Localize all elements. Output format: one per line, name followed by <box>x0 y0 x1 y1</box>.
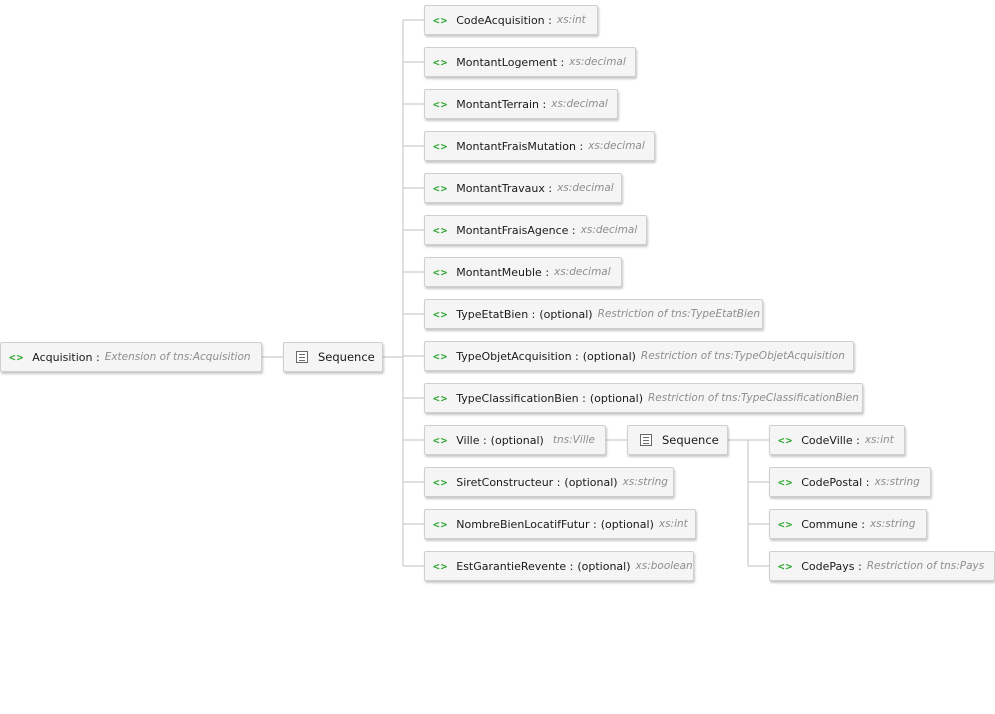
optional-label: (optional) <box>539 307 593 321</box>
element-type: tns:Ville <box>552 434 596 446</box>
element-tag-icon: <> <box>433 391 449 405</box>
element-type: Extension of tns:Acquisition <box>104 351 251 363</box>
element-node-estgarantierevente[interactable]: <> EstGarantieRevente :(optional) xs:boole… <box>424 551 694 581</box>
element-tag-icon: <> <box>433 349 449 363</box>
optional-label: (optional) <box>490 433 544 447</box>
element-type: xs:decimal <box>580 224 638 236</box>
element-tag-icon: <> <box>433 55 449 69</box>
optional-label: (optional) <box>589 391 644 405</box>
element-tag-icon: <> <box>778 475 794 489</box>
optional-label: (optional) <box>577 559 631 573</box>
element-tag-icon: <> <box>778 517 794 531</box>
optional-label: (optional) <box>564 475 618 489</box>
element-node-typeetatbien[interactable]: <> TypeEtatBien :(optional) Restriction of… <box>424 299 763 329</box>
element-type: Restriction of tns:TypeClassificationBie… <box>648 392 859 404</box>
element-type: xs:string <box>874 476 920 488</box>
element-tag-icon: <> <box>433 265 449 279</box>
element-name: Commune : <box>801 517 866 531</box>
element-name: MontantFraisAgence : <box>456 223 576 237</box>
element-node-siretconstructeur[interactable]: <> SiretConstructeur :(optional) xs:string <box>424 467 674 497</box>
element-name: CodePays : <box>801 559 862 573</box>
sequence-icon <box>296 351 308 363</box>
element-type: xs:decimal <box>588 140 645 152</box>
element-type: xs:boolean <box>635 560 693 572</box>
element-name: CodeAcquisition : <box>456 13 552 27</box>
element-tag-icon: <> <box>433 13 449 27</box>
element-name: EstGarantieRevente : <box>456 559 574 573</box>
element-type: Restriction of tns:Pays <box>866 560 985 572</box>
sequence-node[interactable]: Sequence <box>283 342 383 372</box>
sequence-label: Sequence <box>662 433 719 447</box>
element-name: TypeEtatBien : <box>456 307 536 321</box>
element-tag-icon: <> <box>433 433 449 447</box>
element-name: Acquisition : <box>32 350 100 364</box>
element-type: xs:int <box>556 14 586 26</box>
element-node-montantterrain[interactable]: <> MontantTerrain : xs:decimal <box>424 89 618 119</box>
element-tag-icon: <> <box>433 181 449 195</box>
element-tag-icon: <> <box>778 559 794 573</box>
element-node-codeville[interactable]: <> CodeVille : xs:int <box>769 425 905 455</box>
element-node-typeobjetacquisition[interactable]: <> TypeObjetAcquisition :(optional) Restri… <box>424 341 854 371</box>
sequence-icon <box>640 434 652 446</box>
element-name: MontantMeuble : <box>456 265 550 279</box>
element-name: Ville : <box>456 433 487 447</box>
element-node-typeclassificationbien[interactable]: <> TypeClassificationBien :(optional) Rest… <box>424 383 863 413</box>
element-node-nombrebienlocatiffutur[interactable]: <> NombreBienLocatifFutur :(optional) xs:i… <box>424 509 696 539</box>
element-type: Restriction of tns:TypeEtatBien <box>597 308 760 320</box>
element-type: xs:decimal <box>551 98 608 110</box>
sequence-label: Sequence <box>318 350 375 364</box>
element-name: MontantLogement : <box>456 55 565 69</box>
element-name: MontantTravaux : <box>456 181 553 195</box>
element-node-commune[interactable]: <> Commune : xs:string <box>769 509 927 539</box>
element-node-montantfraismutation[interactable]: <> MontantFraisMutation : xs:decimal <box>424 131 655 161</box>
element-name: TypeObjetAcquisition : <box>456 349 579 363</box>
element-node-ville[interactable]: <> Ville :(optional) tns:Ville <box>424 425 606 455</box>
element-name: CodeVille : <box>801 433 860 447</box>
element-node-codepays[interactable]: <> CodePays : Restriction of tns:Pays <box>769 551 995 581</box>
element-type: xs:decimal <box>569 56 626 68</box>
sequence-node-ville[interactable]: Sequence <box>627 425 728 455</box>
element-node-montanttravaux[interactable]: <> MontantTravaux : xs:decimal <box>424 173 622 203</box>
element-node-montantlogement[interactable]: <> MontantLogement : xs:decimal <box>424 47 636 77</box>
element-type: xs:decimal <box>554 266 611 278</box>
element-tag-icon: <> <box>433 307 449 321</box>
element-name: SiretConstructeur : <box>456 475 561 489</box>
element-name: TypeClassificationBien : <box>456 391 586 405</box>
element-tag-icon: <> <box>9 350 25 364</box>
element-name: CodePostal : <box>801 475 870 489</box>
element-type: xs:int <box>864 434 894 446</box>
element-name: MontantFraisMutation : <box>456 139 584 153</box>
element-type: xs:decimal <box>557 182 614 194</box>
element-type: xs:string <box>870 518 916 530</box>
element-node-codepostal[interactable]: <> CodePostal : xs:string <box>769 467 931 497</box>
element-tag-icon: <> <box>433 97 449 111</box>
element-name: NombreBienLocatifFutur : <box>456 517 597 531</box>
element-tag-icon: <> <box>433 559 449 573</box>
optional-label: (optional) <box>600 517 654 531</box>
element-node-montantfraisagence[interactable]: <> MontantFraisAgence : xs:decimal <box>424 215 647 245</box>
element-name: MontantTerrain : <box>456 97 547 111</box>
element-type: xs:string <box>622 476 668 488</box>
element-node-montantmeuble[interactable]: <> MontantMeuble : xs:decimal <box>424 257 622 287</box>
element-type: xs:int <box>658 518 688 530</box>
element-node-acquisition[interactable]: <> Acquisition : Extension of tns:Acquisit… <box>0 342 262 372</box>
element-tag-icon: <> <box>433 139 449 153</box>
element-type: Restriction of tns:TypeObjetAcquisition <box>640 350 845 362</box>
optional-label: (optional) <box>582 349 636 363</box>
element-tag-icon: <> <box>433 475 449 489</box>
element-tag-icon: <> <box>433 517 449 531</box>
element-node-codeacquisition[interactable]: <> CodeAcquisition : xs:int <box>424 5 598 35</box>
element-tag-icon: <> <box>433 223 449 237</box>
element-tag-icon: <> <box>778 433 794 447</box>
